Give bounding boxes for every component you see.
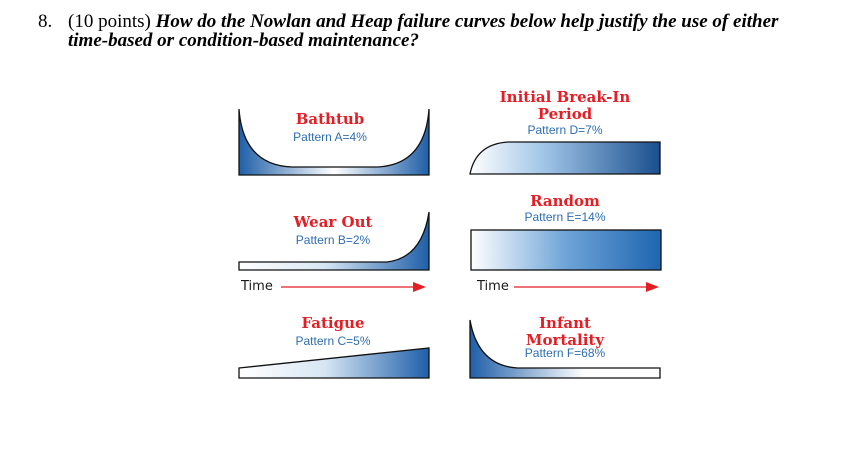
- break-in-curve: [469, 141, 661, 175]
- time-arrow-left: [281, 282, 426, 292]
- break-in-label: Pattern D=7%: [527, 123, 603, 137]
- fatigue-label: Pattern C=5%: [295, 334, 371, 348]
- question-line-1: (10 points) How do the Nowlan and Heap f…: [68, 12, 778, 32]
- break-in-title-line-2: Period: [537, 105, 593, 123]
- question-text-line-1: How do the Nowlan and Heap failure curve…: [155, 11, 779, 32]
- question-number: 8.: [38, 11, 53, 32]
- wear-out-curve: [238, 211, 430, 271]
- infant-title-line-1: Infant: [539, 314, 591, 332]
- fatigue-title: Fatigue: [301, 314, 365, 332]
- infant-curve: [469, 319, 661, 379]
- bathtub-title: Bathtub: [295, 110, 365, 128]
- bathtub-curve: [238, 108, 430, 176]
- wear-out-title: Wear Out: [293, 213, 373, 231]
- break-in-title-line-1: Initial Break-In: [499, 88, 631, 106]
- random-curve: [470, 229, 662, 271]
- wear-out-label: Pattern B=2%: [295, 233, 371, 247]
- time-axis-label-right: Time: [477, 279, 509, 294]
- infant-label: Pattern F=68%: [524, 346, 606, 360]
- time-axis-label-left: Time: [241, 279, 273, 294]
- fatigue-curve: [238, 347, 430, 379]
- question-points: (10 points): [68, 11, 151, 32]
- time-arrow-right: [514, 282, 659, 292]
- random-title: Random: [530, 192, 600, 210]
- question-text-line-2: time-based or condition-based maintenanc…: [68, 30, 419, 51]
- random-label: Pattern E=14%: [524, 210, 606, 224]
- infant-title-line-2: Mortality: [525, 331, 605, 349]
- bathtub-label: Pattern A=4%: [293, 130, 367, 144]
